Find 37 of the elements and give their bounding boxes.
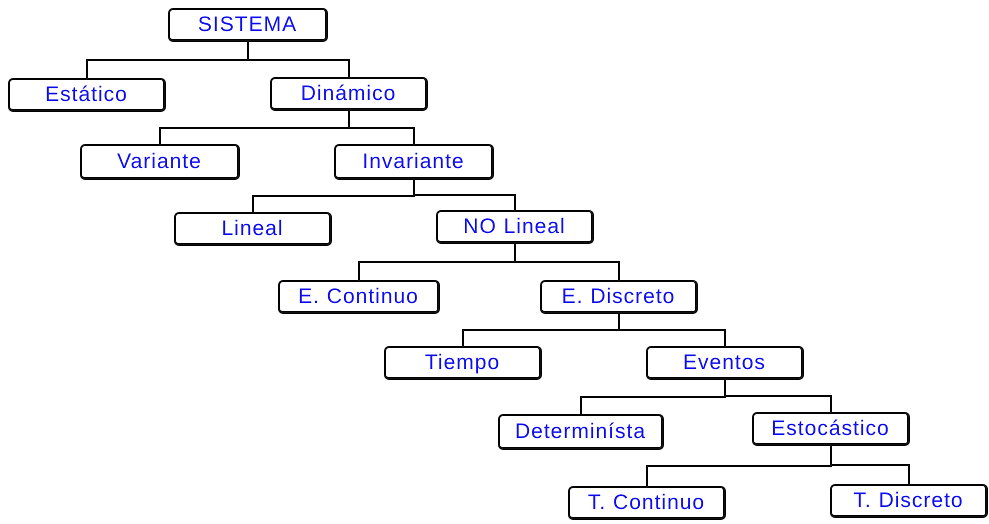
- category-box: [752, 412, 910, 446]
- connector-line: [413, 180, 516, 210]
- connector-line: [514, 244, 620, 280]
- category-box: [498, 414, 664, 450]
- node-label: SISTEMA: [198, 12, 298, 36]
- connector-line: [247, 42, 350, 77]
- connector-line: [618, 314, 726, 346]
- node-label: Lineal: [221, 216, 284, 240]
- node-label: Eventos: [683, 350, 766, 374]
- category-box: [278, 280, 440, 314]
- node-label: T. Continuo: [588, 490, 706, 514]
- node-label: E. Continuo: [298, 284, 419, 308]
- category-box: [384, 346, 542, 380]
- connector-line: [348, 111, 415, 144]
- category-box: [334, 144, 494, 180]
- category-box: [646, 346, 804, 380]
- category-box: [168, 8, 328, 42]
- category-box: [270, 77, 428, 111]
- node-label: Tiempo: [424, 350, 500, 374]
- node-label: Estático: [45, 82, 128, 106]
- node-label: E. Discreto: [562, 284, 676, 308]
- node-label: Estocástico: [771, 416, 890, 440]
- node-label: Determinísta: [514, 420, 646, 444]
- category-box: [174, 212, 332, 246]
- node-label: Dinámico: [300, 82, 396, 106]
- category-box: [8, 78, 166, 112]
- connector-line: [830, 446, 910, 484]
- node-label: Variante: [117, 150, 202, 174]
- connector-line: [724, 380, 832, 412]
- category-box: [436, 210, 594, 244]
- category-box: [540, 280, 698, 314]
- category-box: [568, 486, 726, 520]
- category-box: [80, 144, 240, 180]
- node-label: T. Discreto: [853, 488, 964, 512]
- node-label: Invariante: [362, 150, 465, 174]
- category-box: [830, 484, 988, 518]
- node-label: NO Lineal: [463, 214, 566, 238]
